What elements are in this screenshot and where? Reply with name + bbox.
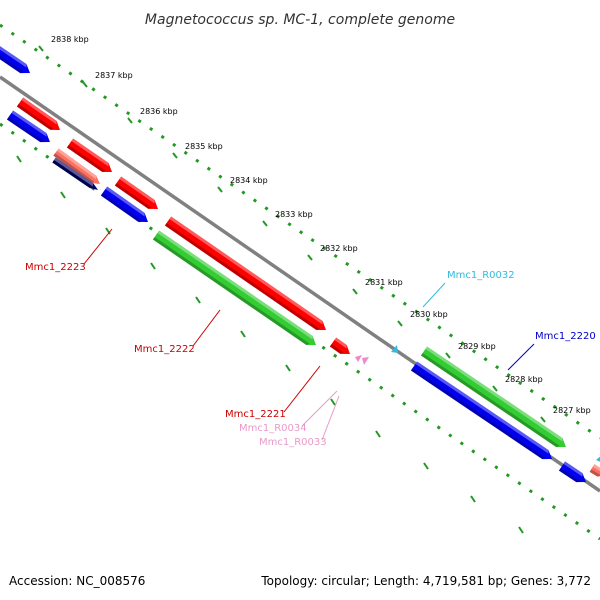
inner-major-tick bbox=[195, 296, 201, 304]
inner-major-tick bbox=[423, 462, 429, 470]
gene-feature-salmon bbox=[589, 464, 600, 477]
gene-feature-red bbox=[16, 97, 60, 130]
outer-major-tick bbox=[352, 288, 358, 295]
kbp-tick-label: 2830 kbp bbox=[410, 310, 448, 319]
genome-summary-text: Topology: circular; Length: 4,719,581 bp… bbox=[261, 574, 591, 588]
kbp-tick-label: 2838 kbp bbox=[51, 35, 89, 44]
kbp-tick-label: 2828 kbp bbox=[505, 375, 543, 384]
outer-major-tick bbox=[217, 186, 223, 193]
outer-major-tick bbox=[262, 220, 268, 227]
outer-major-tick bbox=[38, 45, 44, 52]
inner-major-tick bbox=[375, 430, 381, 438]
accession-text: Accession: NC_008576 bbox=[9, 574, 146, 588]
gene-feature-blue bbox=[100, 186, 149, 223]
gene-feature-blue bbox=[0, 41, 30, 74]
gene-label: Mmc1_2223 bbox=[25, 262, 86, 273]
gene-feature-salmon bbox=[53, 148, 101, 185]
outer-major-tick bbox=[172, 152, 178, 159]
gene-callout-line bbox=[83, 228, 113, 265]
rna-feature-cyan bbox=[391, 345, 398, 353]
inner-major-tick bbox=[470, 495, 476, 503]
inner-major-tick bbox=[105, 227, 111, 235]
outer-major-tick bbox=[82, 81, 88, 88]
gene-feature-blue bbox=[410, 361, 553, 460]
gene-feature-red bbox=[114, 176, 158, 209]
gene-feature-red bbox=[164, 216, 327, 330]
outer-major-tick bbox=[127, 117, 133, 124]
outer-major-tick bbox=[445, 352, 451, 359]
gene-label: Mmc1_2221 bbox=[225, 409, 286, 420]
gene-label: Mmc1_2220 bbox=[535, 331, 596, 342]
kbp-tick-label: 2832 kbp bbox=[320, 244, 358, 253]
gene-feature-red bbox=[66, 138, 112, 173]
gene-callout-line bbox=[192, 309, 221, 347]
gene-callout-line bbox=[422, 282, 446, 308]
rna-feature-pink bbox=[362, 357, 369, 365]
gene-features bbox=[0, 41, 600, 483]
inner-major-tick bbox=[60, 191, 66, 199]
gene-callout-line bbox=[321, 395, 340, 441]
kbp-tick-label: 2827 kbp bbox=[553, 406, 591, 415]
gene-callout-line bbox=[301, 390, 338, 427]
inner-major-tick bbox=[240, 330, 246, 338]
gene-label-callouts: Mmc1_2223Mmc1_2222Mmc1_2221Mmc1_R0034Mmc… bbox=[25, 228, 596, 448]
inner-major-tick bbox=[330, 398, 336, 406]
gene-label: Mmc1_2222 bbox=[134, 344, 195, 355]
kbp-tick-label: 2829 kbp bbox=[458, 342, 496, 351]
rna-feature-cyan bbox=[596, 456, 600, 462]
gene-feature-blue bbox=[558, 461, 586, 483]
gene-feature-navy bbox=[52, 157, 99, 191]
inner-major-tick bbox=[150, 262, 156, 270]
gene-label: Mmc1_R0033 bbox=[259, 437, 327, 448]
gene-label: Mmc1_R0032 bbox=[447, 270, 515, 281]
gene-feature-green bbox=[420, 346, 566, 448]
outer-major-tick bbox=[307, 254, 313, 261]
gene-label: Mmc1_R0034 bbox=[239, 423, 307, 434]
outer-tick-dots bbox=[0, 23, 600, 440]
outer-tick-track: 2838 kbp 2837 kbp 2836 kbp 2835 kbp 2834 kbp… bbox=[0, 23, 600, 440]
rna-feature-pink bbox=[355, 355, 362, 362]
kbp-tick-label: 2835 kbp bbox=[185, 142, 223, 151]
kbp-tick-label: 2834 kbp bbox=[230, 176, 268, 185]
kbp-tick-label: 2837 kbp bbox=[95, 71, 133, 80]
outer-major-tick bbox=[540, 416, 546, 423]
outer-major-tick bbox=[397, 320, 403, 327]
gene-feature-green bbox=[152, 230, 316, 345]
inner-major-tick bbox=[16, 155, 22, 163]
kbp-tick-label: 2833 kbp bbox=[275, 210, 313, 219]
inner-major-tick bbox=[518, 526, 524, 534]
gene-callout-line bbox=[283, 365, 321, 413]
kbp-tick-label: 2831 kbp bbox=[365, 278, 403, 287]
inner-major-tick bbox=[285, 364, 291, 372]
gene-feature-blue bbox=[6, 110, 50, 143]
outer-major-tick bbox=[492, 385, 498, 392]
gene-callout-line bbox=[507, 343, 535, 371]
map-title: Magnetococcus sp. MC-1, complete genome bbox=[145, 12, 455, 28]
kbp-tick-label: 2836 kbp bbox=[140, 107, 178, 116]
gene-feature-red bbox=[329, 337, 351, 355]
